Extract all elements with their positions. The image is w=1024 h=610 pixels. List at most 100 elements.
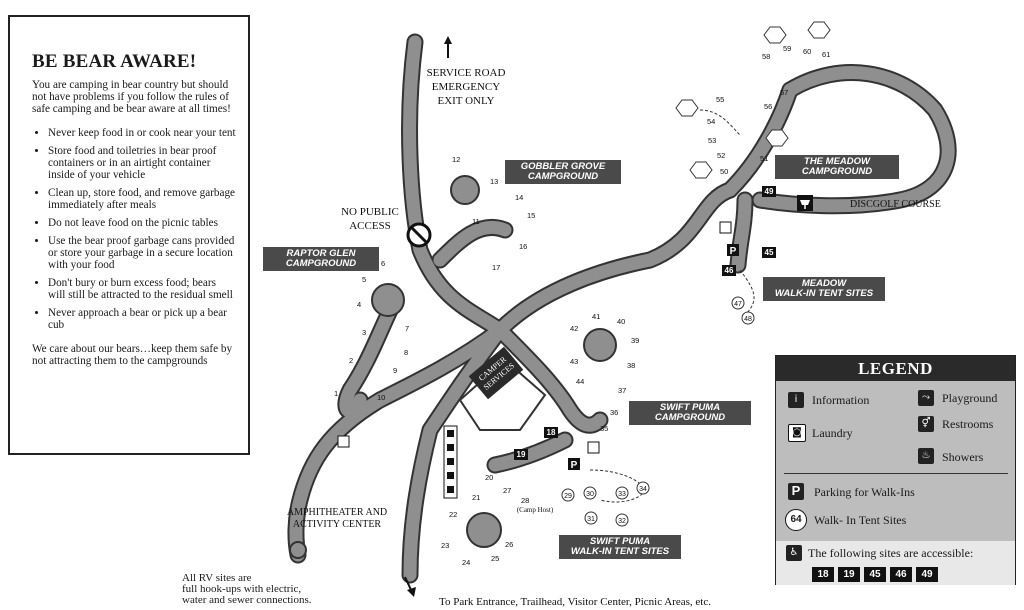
rv-note-line-3: water and sewer connections. — [182, 594, 312, 606]
site-41: 41 — [592, 312, 600, 321]
service-road-label-2: EMERGENCY — [432, 81, 501, 93]
site-35: 35 — [600, 424, 608, 433]
camp-host-label: (Camp Host) — [517, 506, 554, 514]
bear-aware-intro: You are camping in bear country but shou… — [32, 79, 231, 115]
site-36: 36 — [610, 408, 618, 417]
swift-puma-walkin-label-2: WALK-IN TENT SITES — [570, 546, 670, 557]
bear-rule: Never approach a bear or pick up a bear … — [48, 307, 236, 331]
south-arrow-icon — [404, 576, 416, 597]
site-30: 30 — [586, 491, 594, 498]
discgolf-icon — [797, 195, 813, 211]
legend-laundry: Laundry — [812, 426, 853, 440]
accessible-site: 45 — [864, 567, 886, 582]
site-2: 2 — [349, 356, 353, 365]
site-7: 7 — [405, 324, 409, 333]
bear-rule: Use the bear proof garbage cans provided… — [48, 235, 236, 271]
site-6: 6 — [381, 259, 385, 268]
site-33: 33 — [618, 491, 626, 498]
site-8: 8 — [404, 348, 408, 357]
site-13: 13 — [490, 177, 498, 186]
meadow-walkin-label-2: WALK-IN TENT SITES — [774, 288, 874, 299]
meadow-walkin-label: MEADOW WALK-IN TENT SITES — [763, 277, 885, 301]
the-meadow-label: THE MEADOW CAMPGROUND — [775, 155, 899, 179]
the-meadow-label-1: THE MEADOW — [804, 156, 870, 167]
site-numbers: 1 2 3 4 5 6 7 8 9 10 11 12 13 14 15 16 1… — [334, 44, 830, 567]
bear-aware-panel: BE BEAR AWARE! You are camping in bear c… — [8, 15, 250, 455]
gobbler-grove-label-2: CAMPGROUND — [527, 171, 599, 182]
no-access-label-2: ACCESS — [349, 220, 391, 232]
swift-puma-south-loop — [466, 512, 502, 548]
site-57: 57 — [780, 88, 788, 97]
site-18-box: 18 — [544, 427, 558, 438]
site-45-box: 45 — [762, 247, 776, 258]
site-31: 31 — [587, 516, 595, 523]
swift-puma-walkin-label-1: SWIFT PUMA — [589, 536, 651, 547]
site-24: 24 — [462, 558, 470, 567]
site-16: 16 — [519, 242, 527, 251]
site-17: 17 — [492, 263, 500, 272]
site-1: 1 — [334, 389, 338, 398]
site-3: 3 — [362, 328, 366, 337]
accessible-site: 19 — [838, 567, 860, 582]
site-60: 60 — [803, 47, 811, 56]
site-14: 14 — [515, 193, 523, 202]
site-46-box: 46 — [722, 265, 736, 276]
tent-pad-hexagons — [675, 21, 831, 179]
parking-marker-swift: P — [571, 460, 578, 471]
rv-note: All RV sites are full hook-ups with elec… — [182, 573, 312, 606]
raptor-glen-loop — [371, 283, 405, 317]
site-10: 10 — [377, 393, 385, 402]
site-51: 51 — [760, 154, 768, 163]
accessible-site: 46 — [890, 567, 912, 582]
site-27: 27 — [503, 486, 511, 495]
bear-rule: Don't bury or burn excess food; bears wi… — [48, 277, 236, 301]
site-22: 22 — [449, 510, 457, 519]
site-32: 32 — [618, 518, 626, 525]
site-25: 25 — [491, 554, 499, 563]
swift-puma-label: SWIFT PUMA CAMPGROUND — [629, 401, 751, 425]
site-53: 53 — [708, 136, 716, 145]
site-23: 23 — [441, 541, 449, 550]
site-49-box: 49 — [762, 186, 776, 197]
site-34: 34 — [639, 486, 647, 493]
bear-aware-title: BE BEAR AWARE! — [32, 51, 197, 72]
laundry-icon: ◙ — [788, 424, 806, 442]
amphitheater-label-2: ACTIVITY CENTER — [293, 519, 382, 530]
meadow-walkin-label-1: MEADOW — [801, 278, 847, 289]
playground-icon: ⤳ — [918, 390, 934, 406]
site-12: 12 — [452, 155, 460, 164]
legend-panel: LEGEND i Information ⤳ Playground ◙ Laun… — [775, 355, 1016, 585]
information-icon: i — [788, 392, 804, 408]
walk-in-site-circles — [561, 296, 755, 527]
site-50: 50 — [720, 167, 728, 176]
legend-parking: Parking for Walk-Ins — [814, 485, 915, 499]
site-55: 55 — [716, 95, 724, 104]
camper-services-building: CAMPER SERVICES — [458, 346, 547, 431]
no-access-icon — [406, 222, 432, 248]
site-4: 4 — [357, 300, 361, 309]
gobbler-grove-label: GOBBLER GROVE CAMPGROUND — [505, 160, 621, 184]
parking-icon: P — [788, 483, 804, 500]
parking-marker-meadow: P — [730, 246, 737, 257]
site-54: 54 — [707, 117, 715, 126]
legend-restrooms: Restrooms — [942, 417, 994, 431]
accessible-site: 49 — [916, 567, 938, 582]
swift-puma-label-2: CAMPGROUND — [654, 412, 726, 423]
site-21: 21 — [472, 493, 480, 502]
amphitheater-label-1: AMPHITHEATER AND — [287, 507, 387, 518]
site-52: 52 — [717, 151, 725, 160]
rv-note-line-2: full hook-ups with electric, — [182, 583, 302, 595]
site-26: 26 — [505, 540, 513, 549]
site-39: 39 — [631, 336, 639, 345]
bear-aware-closing: We care about our bears…keep them safe b… — [32, 343, 233, 367]
legend-walkin: Walk- In Tent Sites — [814, 513, 907, 527]
bear-rule: Store food and toiletries in bear proof … — [48, 145, 236, 181]
site-29: 29 — [564, 493, 572, 500]
site-28: 28 — [521, 496, 529, 505]
site-44: 44 — [576, 377, 584, 386]
bear-rule: Clean up, store food, and remove garbage… — [48, 187, 236, 211]
restrooms-icon: ⚥ — [918, 416, 934, 432]
swift-puma-loop — [583, 328, 617, 362]
